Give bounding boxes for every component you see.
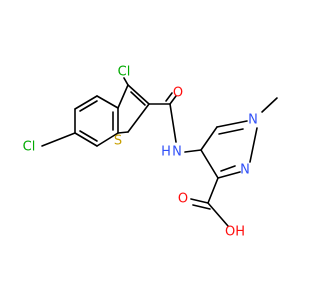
bond-line — [220, 165, 236, 172]
bond-line — [200, 149, 219, 179]
amide-nitrogen-atom: N — [172, 145, 182, 160]
pyrazole-nitrogen-2: N — [240, 163, 250, 178]
bond-line — [261, 97, 278, 113]
bond-line — [41, 132, 76, 147]
carboxyl-carbonyl-oxygen: O — [178, 192, 188, 207]
bond-line — [192, 204, 211, 210]
pyrazole-nitrogen-methyl: N — [248, 113, 258, 128]
sulfur-atom: S — [114, 134, 122, 149]
chlorine-atom-left: Cl — [23, 140, 36, 155]
bond-line — [207, 202, 229, 227]
bond-line — [79, 130, 98, 142]
molecule-diagram: Cl Cl S O N H N N O OH — [23, 65, 278, 240]
bond-line — [74, 132, 98, 147]
bond-line — [249, 127, 258, 163]
bond-line — [96, 95, 119, 109]
carboxyl-hydroxyl-group: OH — [225, 225, 245, 240]
bond-line — [123, 77, 129, 86]
bond-line — [169, 103, 177, 143]
bond-line — [117, 84, 129, 109]
chlorine-atom-top: Cl — [118, 65, 131, 80]
bond-line — [130, 91, 146, 106]
bond-line — [74, 95, 98, 110]
bond-line — [216, 120, 248, 128]
bond-line — [165, 92, 173, 102]
bond-line — [96, 132, 119, 147]
bond-line — [184, 149, 202, 153]
bond-line — [190, 198, 209, 204]
bond-line — [79, 100, 98, 112]
bond-line — [218, 128, 244, 135]
bond-layer — [41, 77, 278, 227]
bond-line — [117, 131, 129, 134]
bond-line — [207, 177, 219, 204]
bond-line — [169, 95, 177, 105]
amide-hydrogen-atom: H — [161, 145, 171, 160]
bond-line — [200, 126, 218, 151]
bond-line — [217, 171, 241, 179]
bond-line — [127, 103, 150, 133]
carbonyl-oxygen-atom: O — [173, 86, 183, 101]
bond-line — [127, 84, 150, 105]
